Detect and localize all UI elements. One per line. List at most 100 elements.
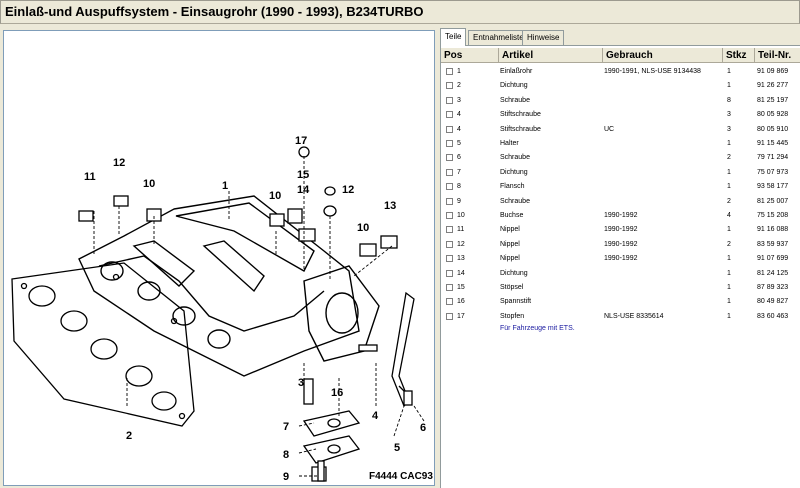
manifold-diagram: 1 2 3 4 5 6 7 8 9 10 10 10 11 12 12 13 1… [11, 135, 433, 483]
row-checkbox[interactable] [446, 183, 453, 191]
row-checkbox[interactable] [446, 269, 453, 277]
cell-pos: 10 [457, 212, 465, 219]
cell-teilnr: 93 58 177 [757, 183, 789, 191]
cell-pos: 5 [457, 140, 461, 147]
callout-9: 9 [283, 471, 289, 483]
callout-12a: 12 [113, 157, 125, 169]
cell-artikel: Buchse [500, 212, 524, 219]
callout-14: 14 [297, 184, 310, 196]
pane-splitter[interactable] [435, 28, 439, 487]
callout-16: 16 [331, 387, 343, 399]
cell-artikel: Dichtung [500, 269, 528, 277]
cell-artikel: Schraube [500, 154, 530, 162]
cell-artikel: Flansch [500, 183, 525, 191]
cell-artikel: Schraube [500, 197, 530, 205]
row-checkbox[interactable] [446, 68, 453, 75]
row-checkbox[interactable] [446, 312, 453, 320]
gasket-part-2 [11, 262, 195, 427]
row-checkbox[interactable] [446, 140, 453, 147]
cell-artikel: Nippel [500, 226, 520, 234]
row-checkbox[interactable] [446, 255, 453, 263]
row-checkbox[interactable] [446, 298, 453, 306]
cell-gebrauch: 1990-1992 [604, 212, 638, 219]
cell-teilnr: 79 71 294 [757, 154, 789, 162]
cell-stkz: 1 [727, 255, 731, 263]
bracket-part-5 [391, 291, 415, 408]
row-checkbox[interactable] [446, 111, 453, 119]
row-checkbox[interactable] [446, 154, 453, 162]
cell-teilnr: 83 60 463 [757, 312, 789, 320]
callout-5: 5 [394, 442, 400, 454]
callout-6: 6 [420, 422, 426, 434]
cell-pos: 16 [457, 298, 465, 306]
cell-teilnr: 80 05 928 [757, 111, 789, 119]
manifold-part-1 [78, 195, 380, 377]
cell-artikel: Einlaßrohr [500, 68, 533, 75]
column-header-stkz[interactable]: Stkz [723, 48, 755, 63]
row-checkbox[interactable] [446, 96, 453, 104]
column-header-gebrauch[interactable]: Gebrauch [603, 48, 723, 63]
cell-teilnr: 81 25 197 [757, 96, 789, 104]
tab-strip: Teile Entnahmeliste Hinweise [440, 28, 800, 46]
row-checkbox[interactable] [446, 240, 453, 248]
callout-17: 17 [295, 135, 307, 147]
cell-pos: 2 [457, 82, 461, 90]
row-checkbox[interactable] [446, 226, 453, 234]
row-checkbox[interactable] [446, 82, 453, 90]
column-header-teilnr[interactable]: Teil-Nr. [755, 48, 800, 63]
cell-stkz: 1 [727, 298, 731, 306]
cell-pos: 13 [457, 255, 465, 263]
column-header-artikel[interactable]: Artikel [499, 48, 603, 63]
row-checkbox[interactable] [446, 125, 453, 133]
tab-teile[interactable]: Teile [440, 28, 467, 46]
row-checkbox[interactable] [446, 212, 453, 219]
column-header-pos[interactable]: Pos [441, 48, 499, 63]
callout-8: 8 [283, 449, 289, 461]
tab-entnahmeliste[interactable]: Entnahmeliste [468, 30, 529, 45]
row-checkbox[interactable] [446, 284, 453, 291]
cell-stkz: 1 [727, 82, 731, 90]
row-checkbox[interactable] [446, 168, 453, 176]
cell-gebrauch: NLS-USE 8335614 [604, 312, 664, 320]
cell-stkz: 3 [727, 111, 731, 119]
cell-artikel: Nippel [500, 255, 520, 263]
cell-artikel: Schraube [500, 96, 530, 104]
cell-stkz: 1 [727, 269, 731, 277]
cell-pos: 14 [457, 269, 465, 277]
callout-3: 3 [298, 377, 304, 389]
cell-teilnr: 87 89 323 [757, 284, 789, 291]
exploded-diagram-pane[interactable]: 1 2 3 4 5 6 7 8 9 10 10 10 11 12 12 13 1… [3, 30, 435, 486]
callout-10c: 10 [357, 222, 369, 234]
cell-teilnr: 75 07 973 [757, 168, 789, 176]
cell-teilnr: 91 26 277 [757, 82, 789, 90]
cell-pos: 17 [457, 312, 465, 320]
tab-hinweise[interactable]: Hinweise [522, 30, 565, 45]
cell-teilnr: 75 15 208 [757, 212, 789, 219]
nipple-parts [78, 146, 413, 482]
leader-lines [93, 156, 425, 477]
callout-7: 7 [283, 421, 289, 433]
cell-pos: 7 [457, 168, 461, 176]
cell-stkz: 3 [727, 125, 731, 133]
cell-stkz: 2 [727, 240, 731, 248]
cell-stkz: 2 [727, 154, 731, 162]
row-checkbox[interactable] [446, 197, 453, 205]
